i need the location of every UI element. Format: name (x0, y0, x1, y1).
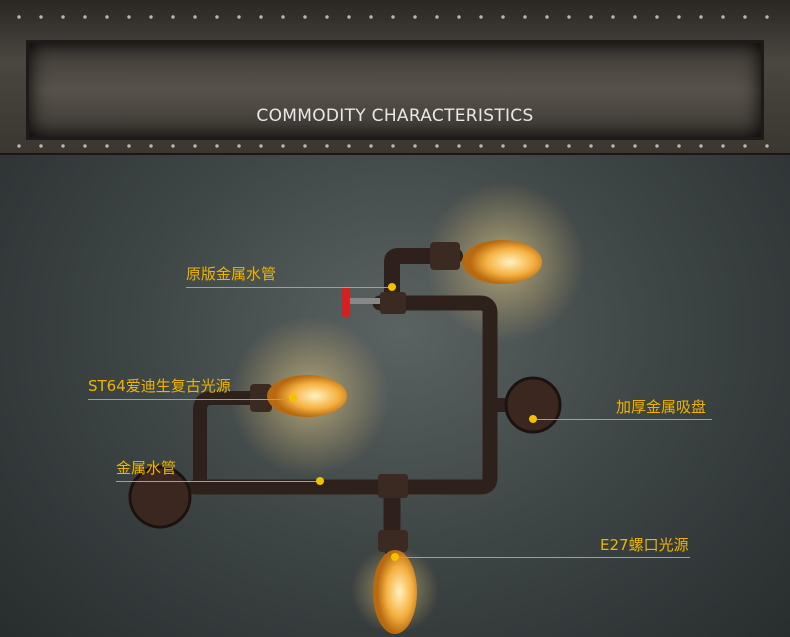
left-bulb (267, 375, 347, 417)
top-bulb (462, 240, 542, 284)
callout-dot (529, 415, 537, 423)
callout-dot (391, 553, 399, 561)
bottom-bulb (373, 550, 417, 634)
callout-line-st64 (88, 399, 293, 400)
left-flange (128, 465, 192, 529)
callout-thick-base: 加厚金属吸盘 (616, 398, 707, 416)
callout-line-e27 (395, 557, 690, 558)
callout-metal-pipe: 金属水管 (116, 459, 177, 477)
callout-dot (388, 283, 396, 291)
rivets-top (8, 14, 782, 20)
callout-line-original-pipe (186, 287, 392, 288)
rivets-bottom (8, 143, 782, 149)
callout-dot (289, 394, 297, 402)
right-flange (504, 376, 562, 434)
fittings (250, 242, 460, 552)
valve-icon (342, 287, 380, 317)
callout-st64-bulb: ST64爱迪生复古光源 (88, 377, 231, 395)
callout-dot (316, 477, 324, 485)
callout-line-thick-base (533, 419, 712, 420)
banner-title: COMMODITY CHARACTERISTICS (256, 106, 534, 126)
callout-original-pipe: 原版金属水管 (186, 265, 277, 283)
header-banner: COMMODITY CHARACTERISTICS (0, 0, 790, 155)
banner-frame (26, 40, 764, 140)
callout-e27-socket: E27螺口光源 (600, 536, 689, 554)
callout-line-metal-pipe (116, 481, 320, 482)
